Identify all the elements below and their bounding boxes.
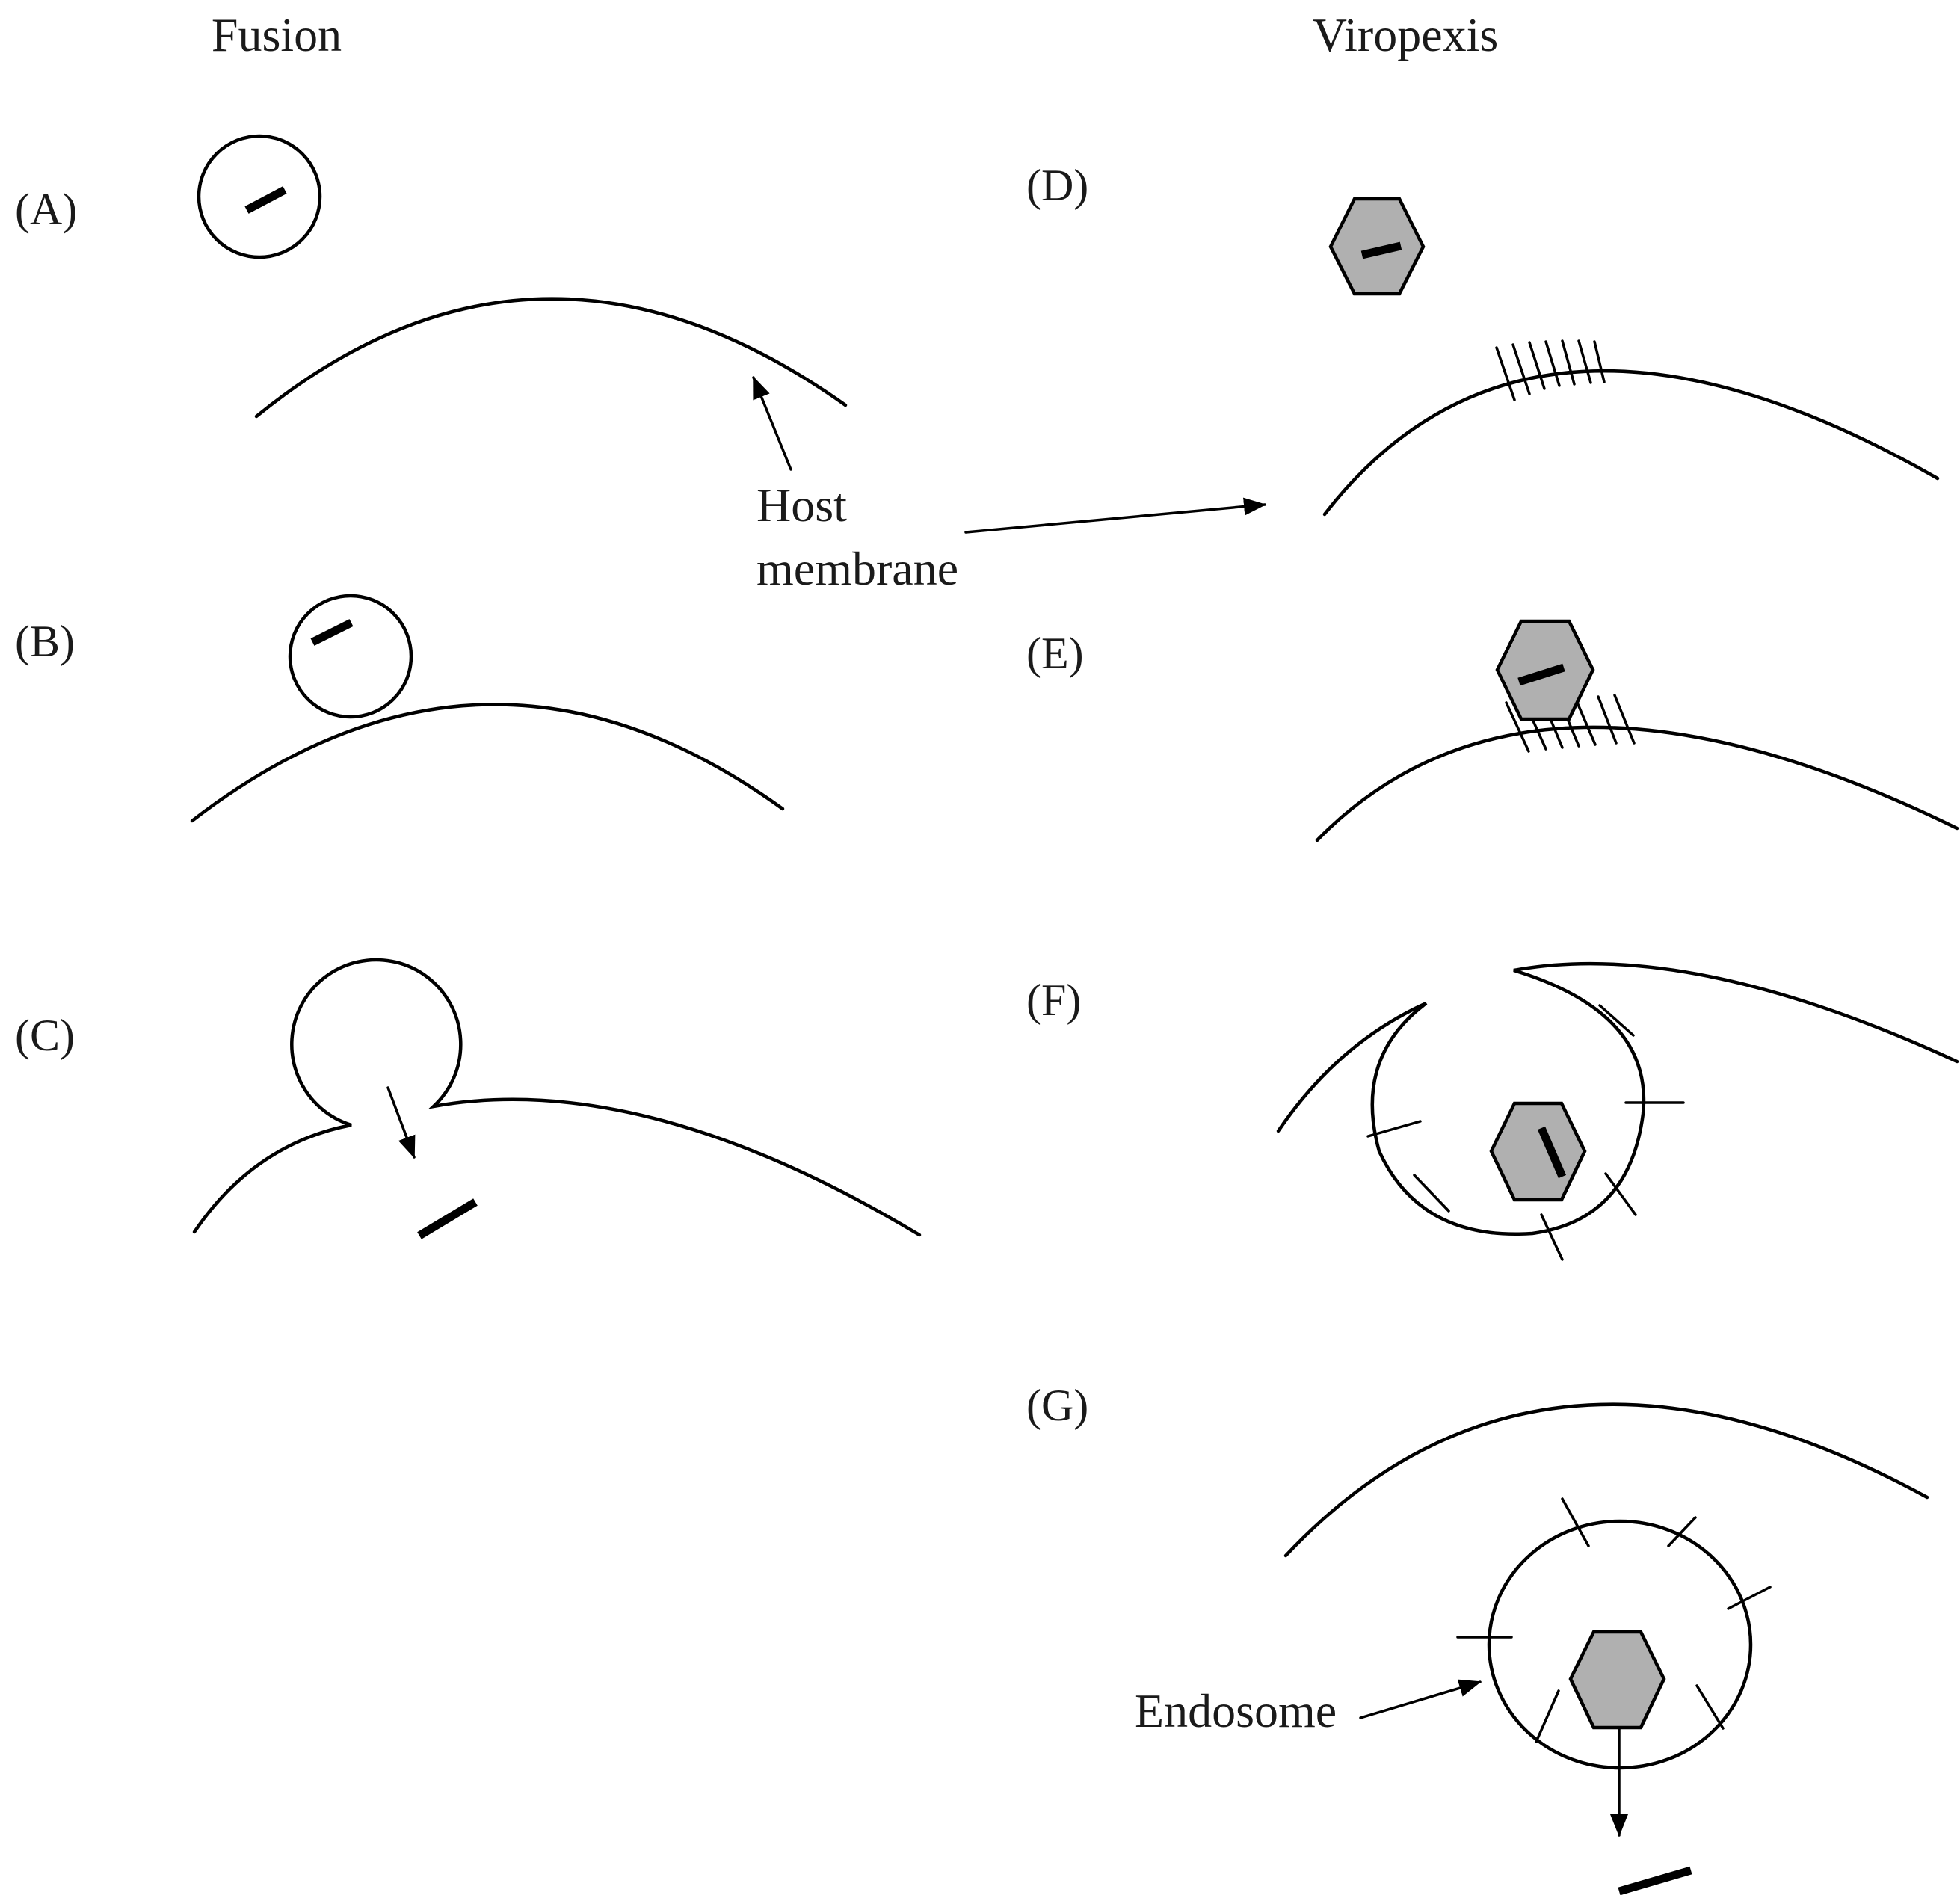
host-membrane [1283, 1402, 1929, 1558]
invaginating-membrane [1276, 961, 1959, 1236]
viral-genome [244, 186, 287, 214]
panel-g: Endosome [1135, 1402, 1929, 1895]
endosome-label: Endosome [1135, 1684, 1337, 1737]
receptors [1366, 1004, 1685, 1261]
host-membrane-arrow-right [964, 497, 1266, 534]
panel-d-label: (D) [1026, 161, 1088, 210]
released-genome [1618, 1866, 1692, 1895]
viral-genome [1360, 241, 1402, 259]
fusion-column-title: Fusion [212, 8, 342, 61]
panel-f [1276, 961, 1959, 1261]
host-membrane [254, 297, 848, 419]
host-membrane-label-line2: membrane [756, 542, 958, 595]
enveloped-virus [288, 594, 413, 719]
panel-f-label: (F) [1026, 976, 1081, 1025]
receptors [1495, 339, 1606, 401]
panel-b [190, 594, 785, 823]
panel-g-label: (G) [1026, 1381, 1088, 1430]
receptors [1456, 1497, 1772, 1743]
enveloped-virus [197, 134, 322, 259]
panel-a-label: (A) [15, 185, 77, 234]
panel-c-label: (C) [15, 1011, 75, 1060]
naked-capsid [1489, 1101, 1587, 1202]
viral-genome [310, 619, 354, 646]
panel-c [192, 958, 922, 1239]
host-membrane-arrow-left [752, 376, 792, 471]
naked-capsid [1328, 197, 1426, 296]
viropexis-column-title: Viropexis [1313, 8, 1499, 61]
viral-genome [1537, 1126, 1567, 1179]
host-membrane-label-line1: Host [756, 478, 847, 531]
endosome-arrow [1359, 1679, 1482, 1719]
panel-d [1322, 197, 1940, 517]
host-membrane [1315, 725, 1959, 842]
fusing-membrane [192, 958, 922, 1237]
panel-e [1315, 619, 1959, 842]
panel-b-label: (B) [15, 617, 75, 666]
host-membrane-annotation: Host membrane [752, 376, 1266, 595]
released-genome [417, 1198, 478, 1239]
panel-e-label: (E) [1026, 629, 1084, 678]
host-membrane [190, 703, 785, 823]
panel-a [197, 134, 848, 419]
release-arrow [386, 1086, 416, 1159]
viral-genome [1517, 663, 1565, 686]
host-membrane [1322, 369, 1940, 517]
naked-capsid [1568, 1630, 1666, 1730]
